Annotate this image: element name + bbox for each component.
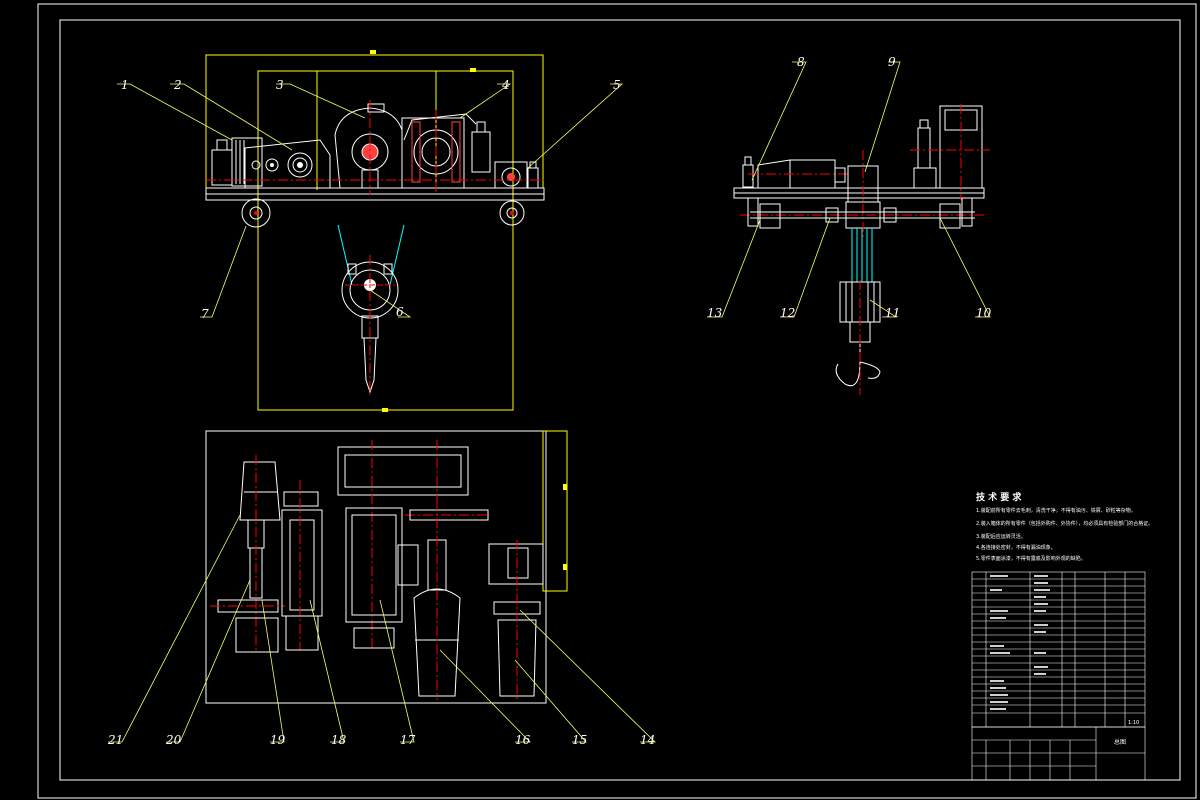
callout-20: 20 [165, 733, 182, 747]
drawing-scale: 1:10 [1128, 720, 1139, 726]
leader-lines [108, 61, 991, 743]
tech-req-line-2: 2.装入箱体的所有零件（包括外购件、外协件），均必须具有检验部门的合格证。 [976, 520, 1153, 527]
callout-8: 8 [797, 55, 805, 69]
callout-4: 4 [501, 78, 510, 92]
callout-14: 14 [640, 733, 655, 747]
callout-17: 17 [400, 733, 416, 747]
tech-req-line-1: 1.装配前所有零件去毛刺，清洗干净，不得有油污、铁屑、砂粒等杂物。 [976, 507, 1136, 514]
drawing-name: 总图 [1114, 738, 1126, 746]
inner-border [59, 19, 1181, 781]
tech-req-title: 技 术 要 求 [976, 491, 1022, 503]
callout-3: 3 [276, 78, 284, 92]
tech-req-line-4: 4.各连接处密封，不得有漏油现象。 [976, 544, 1056, 551]
callout-21: 21 [107, 733, 123, 747]
callout-16: 16 [515, 733, 531, 747]
callout-11: 11 [885, 306, 900, 320]
front-view [205, 50, 545, 412]
callout-10: 10 [976, 306, 992, 320]
outer-border [37, 3, 1197, 799]
callout-labels: 1 2 3 4 5 6 7 8 9 10 11 12 13 14 15 16 1… [107, 55, 992, 747]
callout-18: 18 [331, 733, 347, 747]
callout-2: 2 [173, 78, 182, 92]
callout-12: 12 [780, 306, 795, 320]
parts-list-marks [990, 575, 1050, 710]
callout-13: 13 [707, 306, 723, 320]
callout-9: 9 [888, 55, 896, 69]
callout-15: 15 [572, 733, 587, 747]
callout-7: 7 [201, 307, 209, 321]
tech-req-line-5: 5.零件表面涂漆，不得有露底及影响外观的缺陷。 [976, 555, 1086, 562]
technical-requirements: 技 术 要 求 1.装配前所有零件去毛刺，清洗干净，不得有油污、铁屑、砂粒等杂物… [976, 491, 1153, 562]
callout-5: 5 [613, 78, 621, 92]
callout-19: 19 [270, 733, 286, 747]
callout-1: 1 [121, 78, 129, 92]
title-block [971, 726, 1146, 781]
callout-6: 6 [396, 305, 404, 319]
parts-list [971, 571, 1146, 728]
side-view [733, 104, 990, 395]
tech-req-line-3: 3.装配后应运转灵活。 [976, 533, 1026, 540]
